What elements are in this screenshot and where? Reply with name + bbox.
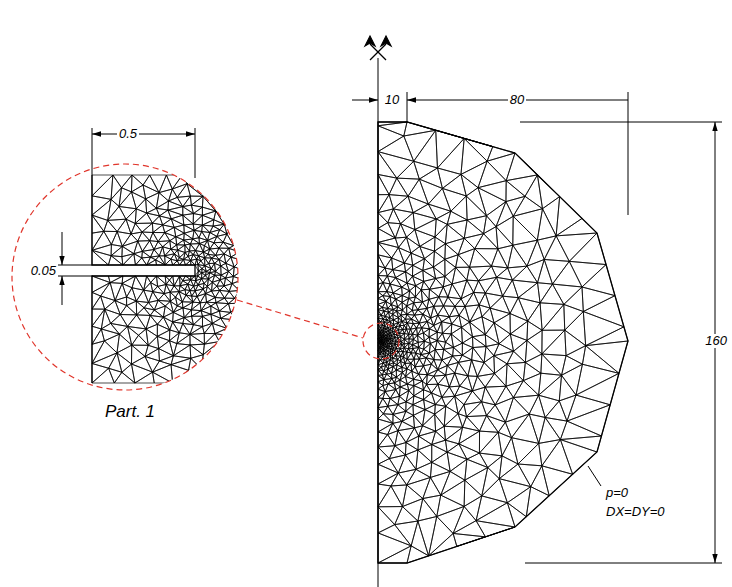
mesh-triangles: [378, 122, 628, 563]
dimension-text: 0.5: [117, 127, 139, 141]
part-outline: [92, 175, 195, 383]
dimension-text: 80: [508, 93, 526, 107]
main-mesh: [378, 122, 628, 563]
mesh-triangles: [92, 175, 243, 383]
symmetry-axis: [378, 58, 379, 587]
body-outline: [378, 122, 628, 563]
dimension-text: 160: [703, 334, 729, 348]
dimension-text: 10: [383, 93, 401, 107]
detail-mesh: [92, 175, 243, 383]
dimension-text: 0.05: [29, 264, 58, 278]
symmetry-symbol: [365, 36, 391, 60]
detail-name: Part. 1: [103, 403, 157, 422]
boundary-note: DX=DY=0: [604, 505, 667, 519]
detail-callout: [12, 164, 399, 390]
dimension-lines: [56, 92, 722, 563]
boundary-note: p=0: [604, 486, 630, 500]
